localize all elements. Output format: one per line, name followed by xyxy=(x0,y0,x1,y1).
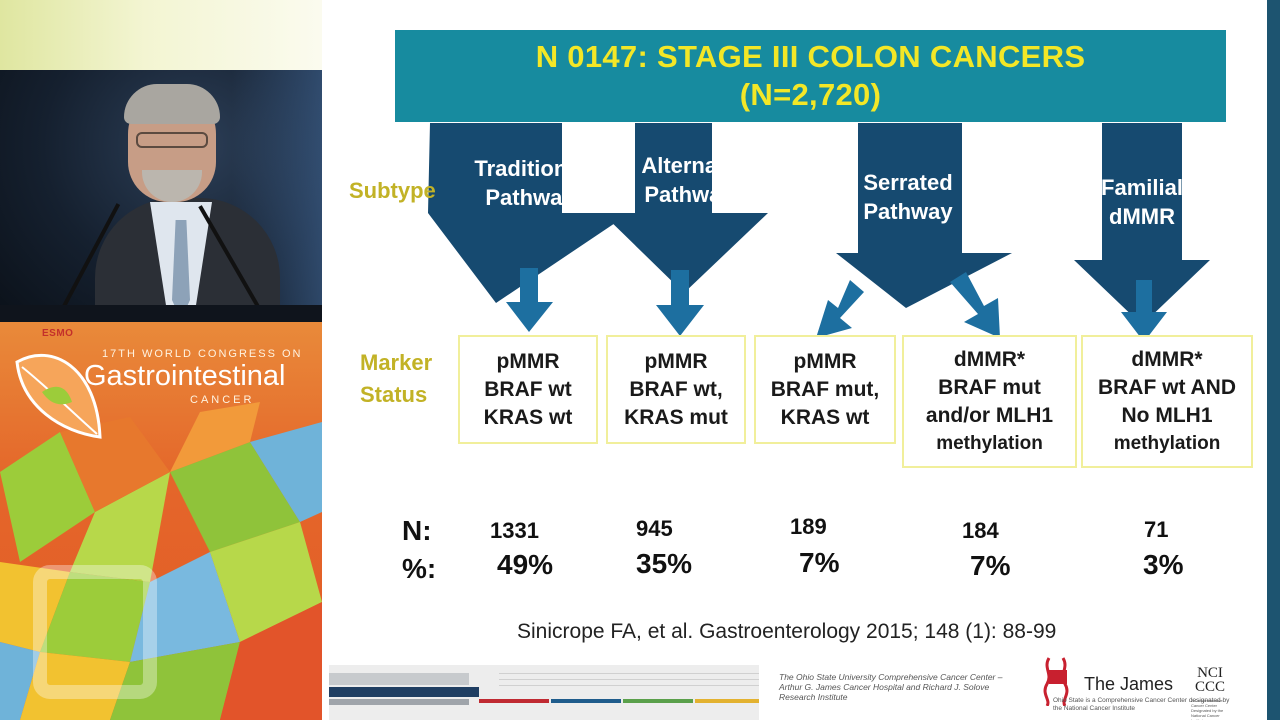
arrow-small-1 xyxy=(506,268,553,332)
pathway-label-familial: Familial dMMR xyxy=(1088,173,1196,231)
nci-line: CCC xyxy=(1195,679,1226,695)
james-logo-icon xyxy=(1043,657,1069,706)
marker-line: BRAF mut, xyxy=(770,377,880,401)
marker-box-3: pMMR BRAF mut, KRAS wt xyxy=(754,335,896,444)
count-3: 189 xyxy=(790,514,827,539)
slide: N 0147: STAGE III COLON CANCERS (N=2,720… xyxy=(322,0,1280,720)
marker-box-1: pMMR BRAF wt KRAS wt xyxy=(458,335,598,444)
n-label: N: xyxy=(402,515,432,546)
pathway-label-serrated: Serrated Pathway xyxy=(850,168,966,226)
speaker-glasses xyxy=(136,132,208,148)
marker-line: KRAS mut xyxy=(624,405,728,429)
percent-5: 3% xyxy=(1143,549,1184,580)
nci-subtitle: A Comprehensive Cancer Center Designated… xyxy=(1191,698,1224,720)
marker-line: No MLH1 xyxy=(1121,404,1213,427)
marker-line: dMMR* xyxy=(1131,348,1203,371)
james-subtitle: Ohio State is a Comprehensive Cancer Cen… xyxy=(1053,697,1230,712)
count-5: 71 xyxy=(1144,517,1169,542)
marker-box-2: pMMR BRAF wt, KRAS mut xyxy=(606,335,746,444)
slide-title: N 0147: STAGE III COLON CANCERS xyxy=(535,39,1086,74)
pathway-arrows xyxy=(428,123,1210,342)
congress-caption: CANCER xyxy=(190,394,255,406)
percent-4: 7% xyxy=(970,550,1011,581)
marker-line: KRAS wt xyxy=(483,405,573,429)
congress-subtitle: 17TH WORLD CONGRESS ON xyxy=(102,348,303,360)
pathway-line: Alternate xyxy=(641,153,737,178)
subtype-label: Subtype xyxy=(349,178,436,203)
pathway-line: Traditional xyxy=(474,156,586,181)
slide-title-count: (N=2,720) xyxy=(739,77,882,112)
marker-line: pMMR xyxy=(644,349,708,373)
nci-line: NCI xyxy=(1197,665,1223,681)
slide-edge xyxy=(1267,0,1280,720)
pathway-label-alternate: Alternate Pathway xyxy=(630,151,748,209)
footer-stripes xyxy=(329,665,759,720)
percent-label: %: xyxy=(402,553,437,584)
podium xyxy=(0,305,322,322)
count-1: 1331 xyxy=(490,518,539,543)
marker-box-4: dMMR* BRAF mut and/or MLH1 methylation xyxy=(902,335,1077,468)
arrow-alternate xyxy=(602,123,768,293)
arrow-small-4 xyxy=(950,272,1000,338)
leaf-icon xyxy=(15,353,102,439)
marker-line: dMMR* xyxy=(953,348,1026,371)
marker-line: KRAS wt xyxy=(780,405,870,429)
marker-line: pMMR xyxy=(793,349,857,373)
arrow-small-2 xyxy=(656,270,704,336)
arrow-familial xyxy=(1074,123,1210,325)
james-name: The James xyxy=(1084,674,1174,694)
marker-line: BRAF wt xyxy=(484,377,572,401)
marker-line: BRAF wt, xyxy=(629,377,723,401)
citation: Sinicrope FA, et al. Gastroenterology 20… xyxy=(517,620,1057,643)
pathway-line: Pathway xyxy=(644,182,734,207)
pathway-line: Serrated xyxy=(863,170,953,195)
percent-1: 49% xyxy=(497,549,554,580)
top-strip xyxy=(0,0,322,70)
count-4: 184 xyxy=(962,518,999,543)
marker-line: BRAF mut xyxy=(938,376,1041,399)
marker-line: pMMR xyxy=(496,349,560,373)
congress-banner: ESMO 17TH WORLD CONGRESS ON Gastrointest… xyxy=(0,322,322,720)
pathway-line: dMMR xyxy=(1109,204,1175,229)
esmo-logo: ESMO xyxy=(42,328,74,339)
percent-3: 7% xyxy=(799,547,840,578)
pathway-line: Pathway xyxy=(485,185,575,210)
percent-2: 35% xyxy=(636,548,693,579)
speaker-hair xyxy=(124,84,220,124)
marker-label: Marker xyxy=(360,350,433,375)
arrow-traditional xyxy=(428,123,630,303)
marker-box-5: dMMR* BRAF wt AND No MLH1 methylation xyxy=(1081,335,1253,468)
congress-title: Gastrointestinal xyxy=(84,360,286,392)
speaker-tie xyxy=(172,220,190,320)
pathway-line: Familial xyxy=(1101,175,1183,200)
pathway-line: Pathway xyxy=(863,199,953,224)
arrow-small-5 xyxy=(1121,280,1167,342)
nci-logo: NCI CCC xyxy=(1195,665,1226,695)
status-label: Status xyxy=(360,382,428,407)
institution-text: The Ohio State University Comprehensive … xyxy=(779,672,1003,702)
marker-line: BRAF wt AND xyxy=(1097,376,1237,399)
speaker-panel: ESMO 17TH WORLD CONGRESS ON Gastrointest… xyxy=(0,0,322,720)
marker-line: and/or MLH1 xyxy=(925,404,1054,427)
shard-pattern xyxy=(0,402,322,720)
pathway-label-traditional: Traditional Pathway xyxy=(462,154,598,212)
marker-line: methylation xyxy=(1113,433,1221,454)
arrow-serrated xyxy=(836,123,1012,308)
count-2: 945 xyxy=(636,516,673,541)
marker-line: methylation xyxy=(936,433,1043,454)
arrow-small-3 xyxy=(816,280,864,338)
title-banner: N 0147: STAGE III COLON CANCERS (N=2,720… xyxy=(395,30,1226,122)
speaker-video xyxy=(0,70,322,322)
